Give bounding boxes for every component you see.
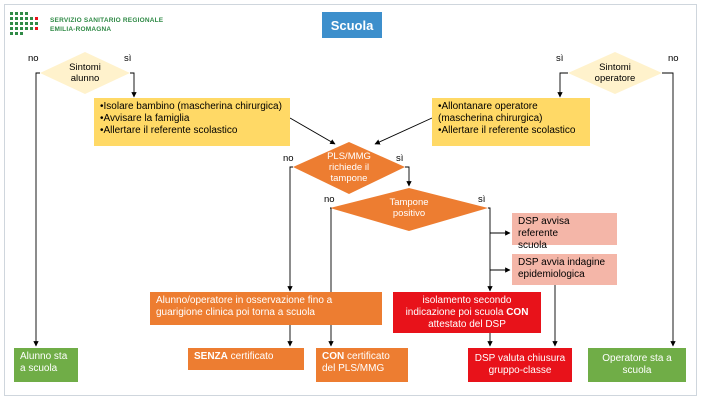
box-isolamento: isolamento secondo indicazione poi scuol… [393, 292, 541, 333]
box-line: epidemiologica [518, 269, 585, 280]
label-no-tampone: no [324, 194, 335, 205]
decision-tampone-positivo [330, 188, 488, 231]
org-name-line1: SERVIZIO SANITARIO REGIONALE [50, 17, 164, 24]
box-isolare-bambino: •Isolare bambino (mascherina chirurgica)… [94, 98, 290, 146]
box-line: SENZA certificato [194, 351, 298, 363]
box-line: •Allertare il referente scolastico [100, 125, 238, 136]
box-line: CON certificato [322, 351, 402, 363]
regional-health-logo [10, 12, 38, 35]
box-con-certificato: CON certificato del PLS/MMG [316, 348, 408, 382]
decision-sintomi-operatore [568, 52, 662, 94]
box-line: scuola [622, 365, 652, 376]
arrow-allontanare-to-pls [374, 117, 433, 145]
label-no-alunno: no [28, 53, 39, 64]
arrow-isolare-to-pls [289, 117, 336, 145]
box-line: (mascherina chirurgica) [438, 113, 543, 124]
decision-sintomi-operatore-text: Sintomi operatore [580, 58, 650, 88]
label-si-operatore: sì [556, 53, 564, 64]
box-line: •Allontanare operatore [438, 101, 538, 112]
box-line: del PLS/MMG [322, 363, 385, 374]
box-alunno-sta-a-scuola: Alunno sta a scuola [14, 348, 78, 382]
box-line: DSP avvisa referente [518, 216, 570, 239]
box-line: •Isolare bambino (mascherina chirurgica) [100, 101, 282, 112]
box-line: Alunno/operatore in osservazione fino a [156, 295, 333, 306]
label-no-operatore: no [668, 53, 679, 64]
box-line: Alunno sta [20, 351, 68, 362]
decision-sintomi-alunno-text: Sintomi alunno [52, 58, 118, 88]
box-line: •Avvisare la famiglia [100, 113, 190, 124]
label-no-pls: no [283, 153, 294, 164]
decision-text-line: alunno [70, 73, 100, 84]
arrow-pls-no [287, 166, 293, 292]
slide-frame [4, 4, 697, 396]
box-text: certificato [344, 351, 390, 362]
arrow-alunno-si [130, 72, 137, 98]
arrow-operatore-no [662, 72, 676, 347]
arrow-alunno-no [33, 72, 40, 347]
decision-text-line: positivo [392, 208, 426, 219]
decision-tampone-text: Tampone positivo [369, 195, 449, 221]
decision-text-line: Tampone [389, 197, 429, 208]
decision-text-line: tampone [330, 172, 368, 184]
label-si-tampone: sì [478, 194, 486, 205]
box-dsp-valuta-chiusura: DSP valuta chiusura gruppo-classe [468, 348, 572, 382]
box-dsp-indagine: DSP avvia indagine epidemiologica [512, 254, 617, 285]
box-line: guarigione clinica poi torna a scuola [156, 307, 315, 318]
box-line: DSP avvia indagine [518, 257, 606, 268]
box-line: attestato del DSP [428, 318, 506, 330]
box-bold-text: CON [322, 351, 345, 362]
box-operatore-sta-a-scuola: Operatore sta a scuola [588, 348, 686, 382]
arrow-tampone-no [328, 207, 334, 347]
box-senza-certificato: SENZA certificato [188, 348, 304, 370]
decision-pls-mmg-text: PLS/MMG richiede il tampone [310, 147, 388, 187]
box-text: certificato [227, 351, 274, 362]
label-si-alunno: sì [124, 53, 132, 64]
box-line: a scuola [20, 363, 58, 374]
org-name-line2: EMILIA-ROMAGNA [50, 26, 112, 33]
box-line: Operatore sta a [602, 353, 672, 364]
decision-pls-mmg [293, 142, 405, 194]
box-line: •Allertare il referente scolastico [438, 125, 576, 136]
decision-sintomi-alunno [40, 52, 130, 94]
decision-text-line: PLS/MMG [327, 150, 371, 162]
decision-text-line: richiede il [328, 161, 370, 173]
decision-text-line: Sintomi [599, 62, 631, 73]
box-bold-text: SENZA [194, 351, 228, 362]
arrow-pls-si [405, 166, 412, 187]
label-si-pls: sì [396, 153, 404, 164]
box-dsp-avvisa-referente: DSP avvisa referente scuola [512, 213, 617, 251]
box-line: isolamento secondo [422, 294, 512, 306]
arrow-tampone-si [487, 207, 493, 292]
decision-text-line: operatore [594, 73, 636, 84]
box-line: DSP valuta chiusura [474, 353, 566, 364]
box-allontanare-operatore: •Allontanare operatore (mascherina chiru… [432, 98, 590, 146]
box-line: scuola [518, 240, 547, 251]
page-title: Scuola [322, 12, 382, 38]
box-osservazione: Alunno/operatore in osservazione fino a … [150, 292, 382, 325]
decision-text-line: Sintomi [69, 62, 101, 73]
box-text: indicazione poi scuola [405, 306, 507, 318]
arrow-operatore-si [557, 72, 568, 98]
box-line: indicazione poi scuola CON [406, 307, 529, 319]
box-line: gruppo-classe [488, 365, 552, 376]
box-bold-text: CON [506, 306, 529, 318]
